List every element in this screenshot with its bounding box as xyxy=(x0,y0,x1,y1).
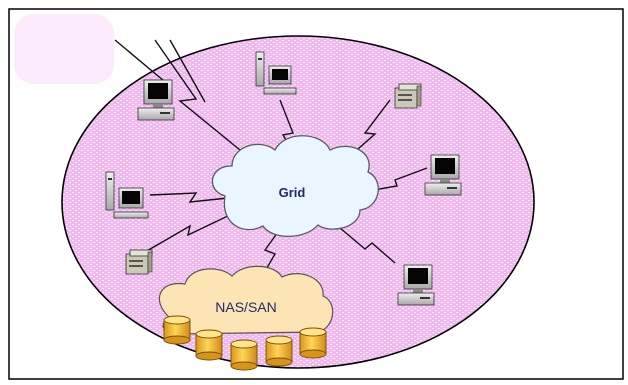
corner-smudge xyxy=(14,14,114,84)
storage-label: NAS/SAN xyxy=(215,299,276,315)
tower-computer-icon xyxy=(255,51,297,95)
connection-line xyxy=(114,39,171,87)
grid-cloud xyxy=(211,135,379,237)
database-disk-icon xyxy=(230,339,258,371)
connection-line xyxy=(149,192,229,203)
database-disk-icon xyxy=(163,315,191,345)
connection-line xyxy=(339,227,396,264)
server-icon xyxy=(394,83,422,109)
grid-label: Grid xyxy=(279,185,306,200)
connection-line xyxy=(144,213,233,253)
connection-line xyxy=(154,39,241,151)
connection-line xyxy=(169,39,206,103)
database-disk-icon xyxy=(265,335,293,367)
database-disk-icon xyxy=(299,327,327,359)
storage-disks xyxy=(163,315,327,371)
desktop-computer-icon xyxy=(137,79,175,121)
connection-line xyxy=(361,167,428,193)
desktop-computer-icon xyxy=(397,264,435,306)
server-icon xyxy=(125,249,153,275)
connection-line xyxy=(342,99,391,163)
storage-cloud xyxy=(158,265,334,335)
tower-computer-icon xyxy=(105,171,149,219)
database-disk-icon xyxy=(195,329,223,361)
desktop-computer-icon xyxy=(424,154,462,196)
